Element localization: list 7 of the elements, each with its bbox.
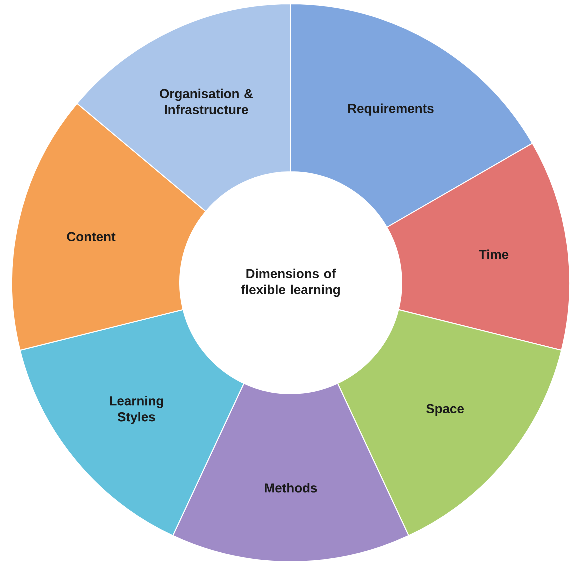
donut-segment: Organisation & Infrastructure xyxy=(76,4,292,212)
donut-segment: Requirements xyxy=(290,4,534,228)
donut-segment: Methods xyxy=(172,383,410,562)
donut-segment: Space xyxy=(337,309,562,536)
donut-segment: Learning Styles xyxy=(20,309,245,536)
center-label: Dimensions of flexible learning xyxy=(241,268,340,298)
donut-segment: Time xyxy=(386,143,570,351)
